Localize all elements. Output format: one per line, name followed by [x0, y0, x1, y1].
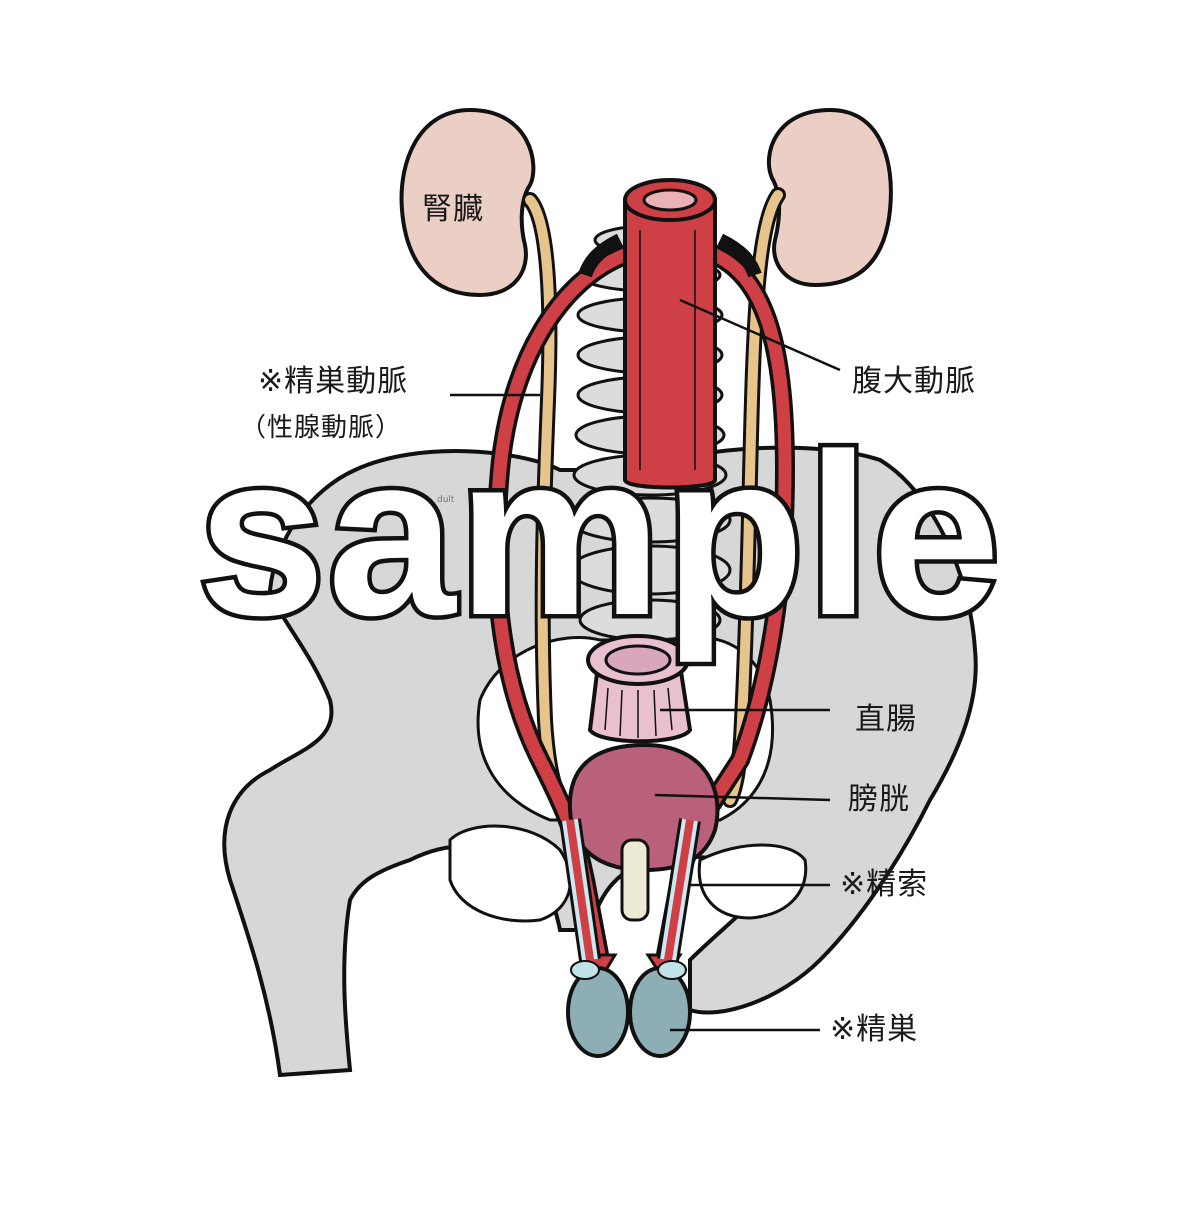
leader-lines	[450, 298, 841, 1032]
label-rectum: 直腸	[855, 702, 917, 737]
testis-right	[628, 966, 692, 1058]
label-gonadal-artery: （性腺動脈）	[240, 413, 403, 443]
label-testicular-artery: ※精巣動脈	[258, 364, 409, 399]
abdominal-aorta	[578, 178, 762, 490]
prostate	[620, 838, 650, 922]
sample-watermark: sample	[193, 406, 1005, 663]
label-kidney: 腎臓	[422, 192, 484, 227]
kidney-left	[399, 107, 536, 298]
kidney-right	[767, 107, 893, 288]
stray-text: dult	[437, 495, 455, 505]
testis-left	[566, 966, 630, 1058]
obturator-right	[697, 843, 808, 920]
label-aorta: 腹大動脈	[852, 364, 976, 399]
label-testis: ※精巣	[830, 1012, 919, 1047]
label-bladder: 膀胱	[848, 782, 910, 817]
label-spermatic-cord: ※精索	[840, 867, 929, 902]
obturator-left	[448, 824, 572, 923]
